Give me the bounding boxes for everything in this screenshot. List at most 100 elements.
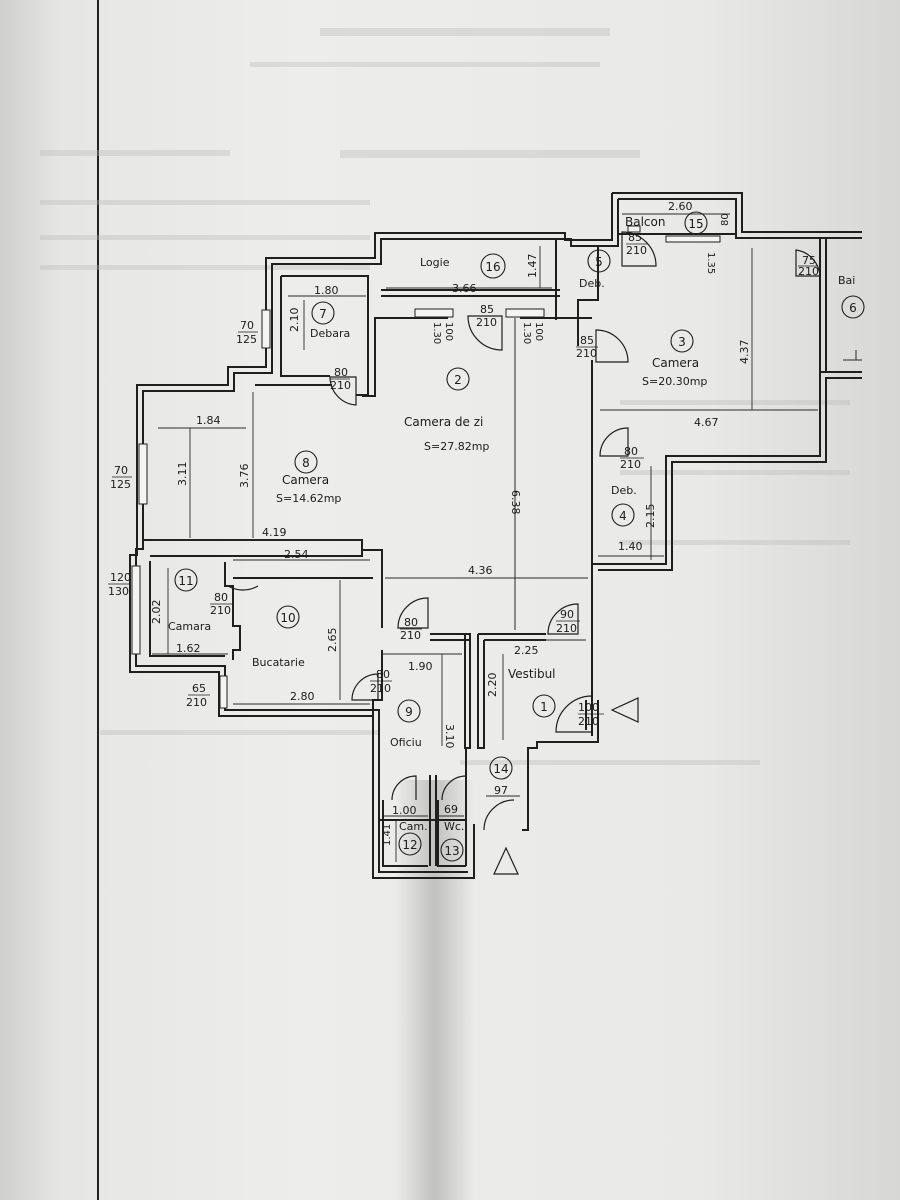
door-living [547, 603, 579, 635]
room-15-number: 15 [688, 217, 703, 231]
dim-camara-width: 1.62 [176, 642, 201, 655]
room-7-number: 7 [319, 307, 327, 321]
window-logie-left [414, 308, 454, 318]
room3-door-h: 210 [576, 347, 597, 360]
room-3-number: 3 [678, 335, 686, 349]
room-13-number: 13 [444, 844, 459, 858]
window-kitchen [219, 675, 228, 709]
dim-entry-97: 97 [494, 784, 508, 797]
kitchen-hall-door-h: 210 [400, 629, 421, 642]
room-15-name: Balcon [625, 215, 665, 229]
dim-logie-width: 3.66 [452, 282, 477, 295]
door-room14 [483, 799, 515, 831]
balcon-door-h: 210 [626, 244, 647, 257]
dim-camara-depth: 2.02 [150, 600, 163, 625]
dim-room3-depth: 4.37 [738, 340, 751, 365]
dim-vestibul-depth: 2.20 [486, 673, 499, 698]
door-kitchen-hall [397, 597, 429, 629]
kitchen-window-w: 65 [192, 682, 206, 695]
deb4-door-w: 80 [624, 445, 638, 458]
fraction-bars [108, 243, 818, 715]
entry-door-w: 100 [578, 701, 599, 714]
room-16-name: Logie [420, 256, 450, 269]
room-1-name: Vestibul [508, 667, 556, 681]
logie-door-h: 210 [476, 316, 497, 329]
room-14-number: 14 [493, 762, 508, 776]
room-11-number: 11 [178, 574, 193, 588]
dim-room8-top: 1.84 [196, 414, 221, 427]
interior-walls [143, 233, 827, 867]
room-names: Vestibul Camera de zi S=27.82mp Camera S… [168, 215, 855, 833]
door-room3 [595, 329, 629, 363]
room-7-name: Debara [310, 327, 350, 340]
room-9-number: 9 [405, 705, 413, 719]
door-deb4 [599, 427, 629, 457]
window-room3-balcony [665, 235, 721, 243]
room-13-name: Wc. [444, 820, 464, 833]
entry-arrow-right [610, 697, 639, 723]
dim-kitchen-depth: 2.65 [326, 628, 339, 653]
windows [131, 225, 721, 709]
dim-kitchen-top: 2.54 [284, 548, 309, 561]
door-debara [329, 376, 357, 406]
room-6-name: Bai [838, 274, 855, 287]
room-9-name: Oficiu [390, 736, 422, 749]
room-1-number: 1 [540, 700, 548, 714]
living-door-h: 210 [556, 622, 577, 635]
dim-logie-depth: 1.47 [526, 254, 539, 279]
dimension-lines [152, 213, 818, 862]
door-balcon [621, 231, 657, 267]
entry-door-h: 210 [578, 715, 599, 728]
dim-balcon-side: 80 [720, 213, 731, 226]
dim-kitchen-bottom: 2.80 [290, 690, 315, 703]
dim-oficiu-depth: 3.10 [443, 724, 456, 749]
dim-balcon-width: 2.60 [668, 200, 693, 213]
window-debara [261, 309, 271, 349]
room-16-number: 16 [485, 260, 500, 274]
camara-door-w: 80 [214, 591, 228, 604]
room-5-name: Deb. [579, 277, 605, 290]
debara-window-h: 125 [236, 333, 257, 346]
dim-wc-width: 69 [444, 803, 458, 816]
dim-living-depth: 6.38 [509, 490, 522, 515]
room8-window-h: 125 [110, 478, 131, 491]
room-12-name: Cam. [399, 820, 428, 833]
room-12-number: 12 [402, 838, 417, 852]
camara-window-w: 120 [110, 571, 131, 584]
room6-door-w: 75 [802, 254, 816, 267]
oficiu-door-w: 80 [376, 668, 390, 681]
door-camara [227, 585, 259, 591]
oficiu-door-h: 210 [370, 682, 391, 695]
debara-door-w: 80 [334, 366, 348, 379]
room-4-number: 4 [619, 509, 627, 523]
window-balcon-left [627, 225, 641, 233]
dim-deb4-depth: 2.15 [644, 504, 657, 529]
camara-door-h: 210 [210, 604, 231, 617]
debara-window-w: 70 [240, 319, 254, 332]
dim-cam-width: 1.00 [392, 804, 417, 817]
window-logie-right [505, 308, 545, 318]
misc-details [843, 350, 862, 361]
kitchen-window-h: 210 [186, 696, 207, 709]
sheet-edge-line [97, 0, 99, 1200]
room-8-name: Camera [282, 473, 329, 487]
kitchen-hall-door-w: 80 [404, 616, 418, 629]
room-2-number: 2 [454, 373, 462, 387]
dim-room8-h2: 3.76 [238, 464, 251, 489]
logie-door-w: 85 [480, 303, 494, 316]
door-cam [391, 775, 417, 801]
dim-oficiu-width: 1.90 [408, 660, 433, 673]
room-10-number: 10 [280, 611, 295, 625]
room-8-number: 8 [302, 456, 310, 470]
room-numbers: 1 2 3 4 5 6 7 8 9 10 11 12 13 14 15 16 [178, 217, 856, 858]
logie-win-right-w: 1.30 [521, 322, 532, 344]
dim-deb4-width: 1.40 [618, 540, 643, 553]
room-8-area: S=14.62mp [276, 492, 341, 505]
camara-window-h: 130 [108, 585, 129, 598]
room-11-name: Camara [168, 620, 211, 633]
room-2-area: S=27.82mp [424, 440, 489, 453]
window-room8 [138, 443, 148, 505]
dim-vestibul-width: 2.25 [514, 644, 539, 657]
dim-room3-width: 4.67 [694, 416, 719, 429]
room3-door-w: 85 [580, 334, 594, 347]
